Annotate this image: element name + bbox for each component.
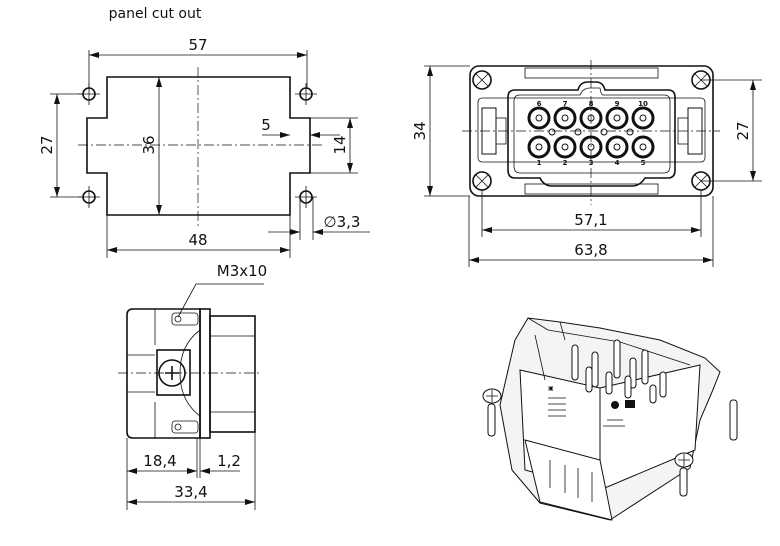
dim-57-1: 57,1 (574, 211, 607, 229)
dim-hole-diameter: ∅3,3 (324, 213, 361, 231)
screw-label: M3x10 (217, 262, 267, 280)
screw-housing (156, 349, 191, 396)
pin-label: 7 (563, 100, 568, 108)
pin-label: 2 (563, 159, 568, 167)
dim-57: 57 (188, 36, 207, 54)
front-view: 6 7 8 9 10 1 2 3 4 5 34 27 57,1 63,8 (411, 60, 762, 267)
dim-14: 14 (331, 135, 349, 154)
logo-mark: ▣ (548, 385, 554, 392)
pin-label: 6 (537, 100, 542, 108)
dim-27-front: 27 (734, 121, 752, 140)
dim-48: 48 (188, 231, 207, 249)
pin-label: 4 (615, 159, 620, 167)
dim-63-8: 63,8 (574, 241, 607, 259)
dim-33-4: 33,4 (174, 483, 207, 501)
pin-label: 5 (641, 159, 646, 167)
flange-screw-icon (482, 388, 738, 497)
side-view: M3x10 18,4 1,2 33,4 (118, 262, 267, 510)
isometric-connector-image: ▣ (482, 317, 738, 521)
dim-34: 34 (411, 121, 429, 140)
dim-27-cutout: 27 (38, 135, 56, 154)
panel-cutout-view: panel cut out 57 36 27 14 5 ∅3,3 (38, 6, 370, 258)
pin-label: 1 (537, 159, 542, 167)
pin-label: 9 (615, 100, 620, 108)
cutout-outline (86, 76, 311, 216)
dim-36: 36 (140, 135, 158, 154)
dim-1-2: 1,2 (217, 452, 241, 470)
panel-cutout-title: panel cut out (109, 6, 202, 22)
pin-label: 10 (638, 100, 648, 108)
dim-18-4: 18,4 (143, 452, 176, 470)
mounting-holes (78, 83, 317, 208)
dim-5: 5 (261, 116, 271, 134)
